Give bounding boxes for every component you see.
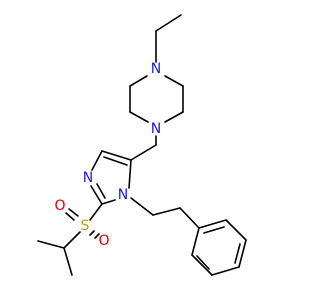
bond-ph-double-2 — [234, 243, 241, 264]
molecule-svg: N N N N S O O — [37, 14, 247, 276]
bond-ph-double-1 — [203, 226, 225, 234]
bond-n3-c2 — [90, 185, 103, 205]
bond-ch-ch3-down — [63, 247, 73, 276]
bond-pip-6 — [164, 75, 184, 87]
atom-nitrogen-piperazine-bottom: N — [151, 121, 161, 137]
bond-pip-3 — [129, 111, 149, 123]
bond-ph-1 — [198, 219, 227, 229]
bond-c5-c4-double — [103, 156, 128, 166]
bond-ph-5 — [191, 254, 213, 276]
bond-ph-4 — [211, 266, 240, 276]
bond-ch2-c5 — [130, 144, 157, 161]
bond-s-o-left-b — [68, 208, 79, 217]
bond-s-o-bottom-a — [89, 230, 95, 236]
atom-oxygen-left: O — [54, 198, 65, 214]
bond-ch-ch3-left — [37, 240, 65, 249]
bond-c5-c4 — [101, 150, 132, 161]
bond-ethyl-ch3 — [155, 14, 182, 32]
bond-c4-n3 — [91, 150, 103, 171]
bond-s-o-left-a — [65, 212, 75, 221]
atom-oxygen-bottom: O — [98, 233, 109, 249]
bond-pip-4 — [164, 111, 184, 123]
atom-nitrogen-imidazole-n3: N — [83, 170, 93, 186]
bond-n1-ch2 — [130, 197, 154, 216]
atom-sulfur: S — [81, 218, 90, 234]
bond-ch2-phenyl — [179, 207, 200, 229]
bond-n3-c2-double — [96, 183, 106, 199]
bond-lines — [37, 14, 247, 276]
bond-c2-n1 — [101, 199, 116, 205]
atom-nitrogen-imidazole-n1: N — [118, 187, 128, 203]
molecule-structure-diagram: N N N N S O O — [37, 14, 247, 276]
bond-ch2-ch2 — [152, 207, 181, 216]
atom-labels: N N N N S O O — [54, 61, 161, 249]
bond-pip-1 — [129, 75, 148, 87]
bond-s-ch — [63, 231, 81, 249]
atom-nitrogen-piperazine-top: N — [151, 61, 161, 77]
bond-c2-s — [89, 203, 103, 221]
bond-s-o-bottom-b — [94, 233, 100, 239]
bond-n1-c5 — [128, 159, 132, 189]
bond-ph-3 — [238, 239, 247, 268]
bond-ph-2 — [225, 219, 247, 241]
bond-ph-double-3 — [196, 255, 210, 270]
bond-ph-6 — [191, 227, 200, 256]
